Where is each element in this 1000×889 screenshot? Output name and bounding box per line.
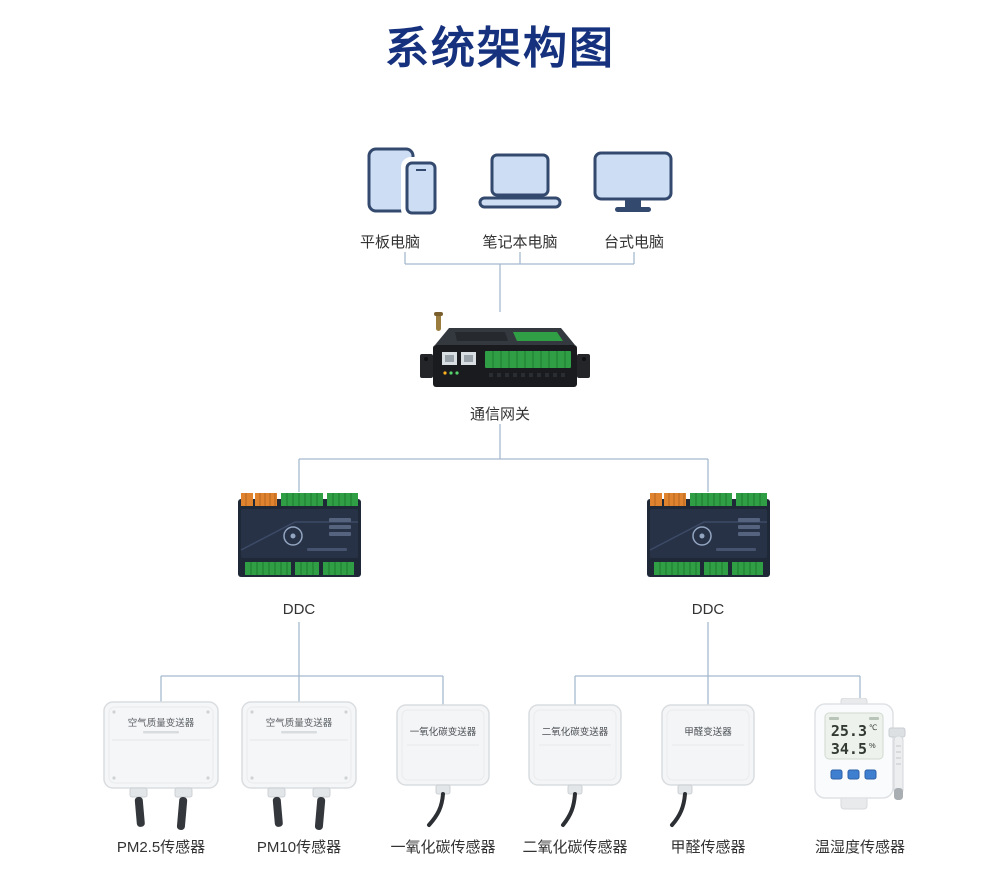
laptop-label: 笔记本电脑 <box>482 234 558 251</box>
sensor-temp-humidity-label: 温湿度传感器 <box>814 839 906 856</box>
ddc-logo <box>692 526 712 546</box>
connector-client-drops <box>404 252 635 264</box>
sensor-temp-humidity-device: 25.3 ℃ 34.5 % <box>805 698 915 833</box>
sensor-formaldehyde-device: 甲醛变送器 <box>658 703 758 833</box>
gateway-terminal-block <box>485 351 571 368</box>
ddc-logo <box>283 526 303 546</box>
sensor-pm10-label: PM10传感器 <box>256 839 342 856</box>
sensor-co2-label: 二氧化碳传感器 <box>522 839 628 856</box>
lcd-humidity-unit: % <box>869 741 876 750</box>
sensor-face-text: 空气质量变送器 <box>266 717 333 729</box>
page-title: 系统架构图 <box>385 24 615 73</box>
sensor-cable <box>561 792 577 827</box>
sensor-co-device: 一氧化碳变送器 <box>393 703 493 833</box>
sensor-face-text: 空气质量变送器 <box>128 717 195 729</box>
ddc-left-device <box>237 492 362 584</box>
tablet-icon <box>366 146 444 216</box>
sensor-face-text: 二氧化碳变送器 <box>542 726 609 738</box>
lcd-temperature-unit: ℃ <box>869 723 877 732</box>
gateway-antenna <box>436 314 441 331</box>
sensor-probe <box>176 796 188 830</box>
sensor-cable <box>670 792 687 827</box>
sensor-probe <box>134 796 145 827</box>
lcd-temperature-value: 25.3 <box>831 722 867 740</box>
tablet-label: 平板电脑 <box>359 234 421 251</box>
desktop-icon <box>592 150 674 212</box>
gateway-label: 通信网关 <box>469 406 531 423</box>
sensor-probe <box>893 735 904 795</box>
laptop-icon <box>477 152 563 210</box>
sensor-button <box>864 769 877 780</box>
sensor-probe <box>272 796 283 827</box>
gateway-device <box>415 312 590 400</box>
ddc-right-device <box>646 492 771 584</box>
lcd-humidity-value: 34.5 <box>831 740 867 758</box>
sensor-co-label: 一氧化碳传感器 <box>390 839 496 856</box>
sensor-button <box>830 769 843 780</box>
ddc-left-label: DDC <box>282 601 316 618</box>
sensor-co2-device: 二氧化碳变送器 <box>525 703 625 833</box>
sensor-pm10-device: 空气质量变送器 <box>240 700 358 834</box>
sensor-face-text: 甲醛变送器 <box>684 726 732 738</box>
sensor-pm25-label: PM2.5传感器 <box>116 839 206 856</box>
sensor-cable <box>427 792 445 827</box>
sensor-formaldehyde-label: 甲醛传感器 <box>670 839 746 856</box>
sensor-probe <box>314 796 326 830</box>
ddc-right-label: DDC <box>691 601 725 618</box>
desktop-label: 台式电脑 <box>603 234 665 251</box>
sensor-lcd <box>824 712 884 760</box>
sensor-button <box>847 769 860 780</box>
sensor-pm25-device: 空气质量变送器 <box>102 700 220 834</box>
sensor-face-text: 一氧化碳变送器 <box>410 726 477 738</box>
connector-ddc-drops <box>298 459 709 492</box>
